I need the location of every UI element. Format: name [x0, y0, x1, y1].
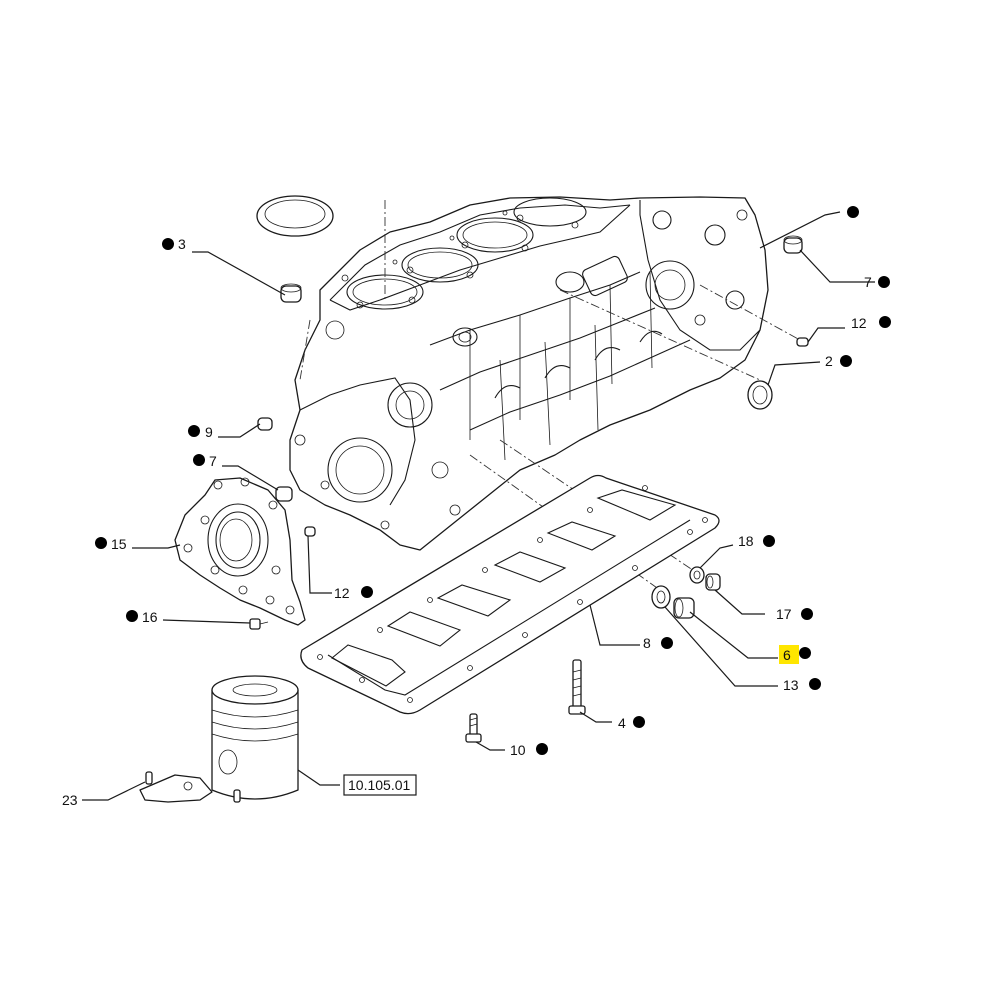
callout-6-label: 6	[783, 647, 791, 663]
callout-6-highlighted[interactable]: 6	[779, 645, 811, 664]
screw-item-16	[249, 618, 269, 630]
callout-16[interactable]: 16	[126, 609, 158, 625]
callout-15-bullet	[95, 537, 107, 549]
callout-15-label: 15	[111, 536, 127, 552]
callout-18[interactable]: 18	[738, 533, 775, 549]
plug-item-7-left	[275, 486, 293, 502]
oil-pan-gasket	[300, 474, 720, 715]
callout-16-bullet	[126, 610, 138, 622]
callout-7-right-label: 7	[864, 274, 872, 290]
callout-3-label: 3	[178, 236, 186, 252]
callout-10[interactable]: 10	[510, 742, 548, 758]
callout-13-label: 13	[783, 677, 799, 693]
bolt-item-4	[568, 659, 586, 715]
bracket-item-23	[139, 771, 241, 803]
callout-23-label: 23	[62, 792, 78, 808]
callout-7-left[interactable]: 7	[193, 453, 217, 469]
callout-2-label: 2	[825, 353, 833, 369]
callout-2[interactable]: 2	[825, 353, 852, 369]
callout-3[interactable]: 3	[162, 236, 186, 252]
callout-18-bullet	[763, 535, 775, 547]
callout-4-bullet	[633, 716, 645, 728]
callout-10-bullet	[536, 743, 548, 755]
drain-plug-item-6	[673, 597, 695, 619]
bolt-item-10	[465, 713, 482, 743]
dowel-item-12-right	[796, 337, 809, 347]
dowel-item-12-left	[304, 526, 316, 537]
leader-lines	[82, 211, 875, 801]
callout-12-right-bullet	[879, 316, 891, 328]
plug-item-9	[257, 417, 273, 431]
callout-12-right-label: 12	[851, 315, 867, 331]
plug-item-17	[705, 573, 721, 591]
bushing-item-2	[747, 380, 773, 410]
cylinder-liner-seal	[256, 195, 334, 237]
callout-17-bullet	[801, 608, 813, 620]
callout-12-left-bullet	[361, 586, 373, 598]
engine-block	[289, 196, 801, 591]
callout-7-left-label: 7	[209, 453, 217, 469]
callout-6-highlight	[779, 645, 799, 664]
callout-15[interactable]: 15	[95, 536, 127, 552]
plug-item-3	[280, 283, 302, 303]
callout-7-right-bullet	[878, 276, 890, 288]
washer-item-13	[651, 585, 671, 609]
cross-reference-label: 10.105.01	[348, 777, 410, 793]
callout-8[interactable]: 8	[643, 635, 673, 651]
cross-reference-link[interactable]: 10.105.01	[343, 774, 417, 796]
callout-6-bullet	[799, 647, 811, 659]
callout-top-right-bullet	[847, 206, 859, 218]
callout-7-left-bullet	[193, 454, 205, 466]
callout-4[interactable]: 4	[618, 715, 645, 731]
callout-4-label: 4	[618, 715, 626, 731]
callout-8-label: 8	[643, 635, 651, 651]
callout-7-right[interactable]: 7	[864, 274, 890, 290]
plug-item-7-right	[783, 235, 803, 254]
callout-9[interactable]: 9	[188, 424, 213, 440]
callout-top-right[interactable]	[847, 206, 859, 218]
callout-3-bullet	[162, 238, 174, 250]
washer-item-18	[689, 566, 705, 584]
callout-13-bullet	[809, 678, 821, 690]
callout-12-left-label: 12	[334, 585, 350, 601]
callout-10-label: 10	[510, 742, 526, 758]
callout-8-bullet	[661, 637, 673, 649]
callout-18-label: 18	[738, 533, 754, 549]
callout-9-label: 9	[205, 424, 213, 440]
cross-reference-box	[343, 774, 417, 796]
callout-12-right[interactable]: 12	[851, 315, 891, 331]
callout-12-left[interactable]: 12	[334, 585, 373, 601]
callout-2-bullet	[840, 355, 852, 367]
callout-17[interactable]: 17	[776, 606, 813, 622]
piston-assembly	[211, 675, 299, 800]
rear-seal-housing	[174, 477, 306, 626]
callout-13[interactable]: 13	[783, 677, 821, 693]
callout-9-bullet	[188, 425, 200, 437]
callout-17-label: 17	[776, 606, 792, 622]
callout-16-label: 16	[142, 609, 158, 625]
callout-23[interactable]: 23	[62, 792, 78, 808]
